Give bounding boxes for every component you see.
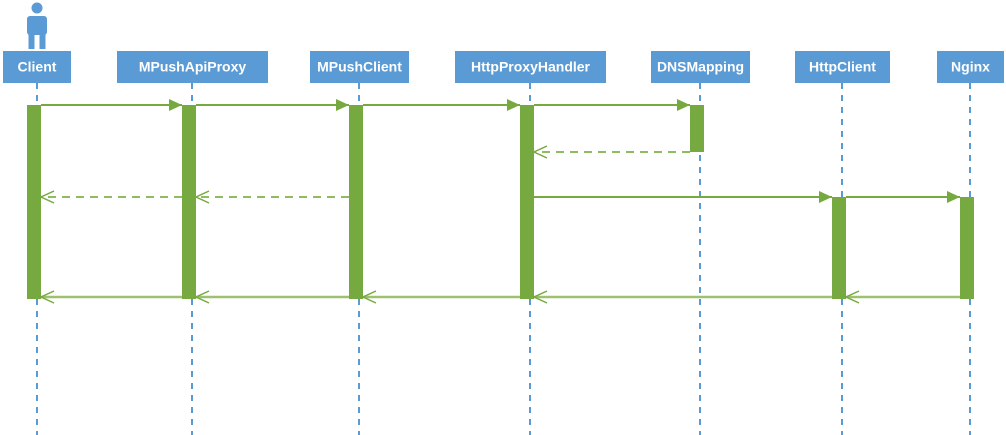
activation-bar-mpushclient	[349, 105, 363, 299]
actor-head-icon	[31, 2, 43, 14]
arrowhead-httpproxyhandler-to-mpushclient	[361, 290, 377, 304]
actor-leg-left-icon	[28, 33, 35, 49]
participant-label-dnsmapping: DNSMapping	[657, 59, 744, 75]
activations-layer	[27, 105, 974, 299]
arrowhead-dnsmapping-to-httpproxyhandler	[532, 145, 548, 159]
actor-icons-layer	[27, 2, 47, 49]
participant-label-client: Client	[18, 59, 57, 75]
participant-label-nginx: Nginx	[951, 59, 990, 75]
activation-bar-httpclient	[832, 197, 846, 299]
arrowhead-mpushclient-to-mpushapiproxy	[194, 190, 210, 204]
participant-label-mpushapiproxy: MPushApiProxy	[139, 59, 247, 75]
participant-box-dnsmapping[interactable]	[651, 51, 750, 83]
actor-body-icon	[27, 16, 47, 35]
participant-label-mpushclient: MPushClient	[317, 59, 402, 75]
activation-bar-mpushapiproxy	[182, 105, 196, 299]
lifelines-layer	[36, 83, 971, 435]
participant-boxes-layer: Client MPushApiProxy MPushClient HttpProxyH…	[3, 51, 1004, 83]
messages-layer	[39, 99, 960, 304]
arrowhead-mpushapiproxy-to-client	[39, 290, 55, 304]
arrowhead-httpclient-to-httpproxyhandler	[532, 290, 548, 304]
arrowhead-httpproxyhandler-to-httpclient	[819, 191, 832, 203]
arrowhead-nginx-to-httpclient	[844, 290, 860, 304]
arrowhead-mpushclient-to-mpushapiproxy	[194, 290, 210, 304]
participant-box-mpushapiproxy[interactable]	[117, 51, 268, 83]
actor-icon-client	[27, 2, 47, 49]
arrowhead-httpclient-to-nginx	[947, 191, 960, 203]
activation-bar-httpproxyhandler	[520, 105, 534, 299]
arrowhead-client-to-mpushapiproxy	[169, 99, 182, 111]
actor-leg-right-icon	[39, 33, 46, 49]
participant-box-nginx[interactable]	[937, 51, 1004, 83]
activation-bar-dnsmapping	[690, 105, 704, 152]
participant-box-mpushclient[interactable]	[310, 51, 409, 83]
arrowhead-mpushapiproxy-to-client	[39, 190, 55, 204]
participant-box-client[interactable]	[3, 51, 71, 83]
activation-bar-nginx	[960, 197, 974, 299]
activation-bar-client	[27, 105, 41, 299]
participant-label-httpclient: HttpClient	[809, 59, 876, 75]
participant-label-httpproxyhandler: HttpProxyHandler	[471, 59, 591, 75]
participant-box-httpclient[interactable]	[795, 51, 890, 83]
arrowhead-mpushclient-to-httpproxyhandler	[507, 99, 520, 111]
arrowhead-httpproxyhandler-to-dnsmapping	[677, 99, 690, 111]
arrowhead-mpushapiproxy-to-mpushclient	[336, 99, 349, 111]
participant-box-httpproxyhandler[interactable]	[455, 51, 606, 83]
